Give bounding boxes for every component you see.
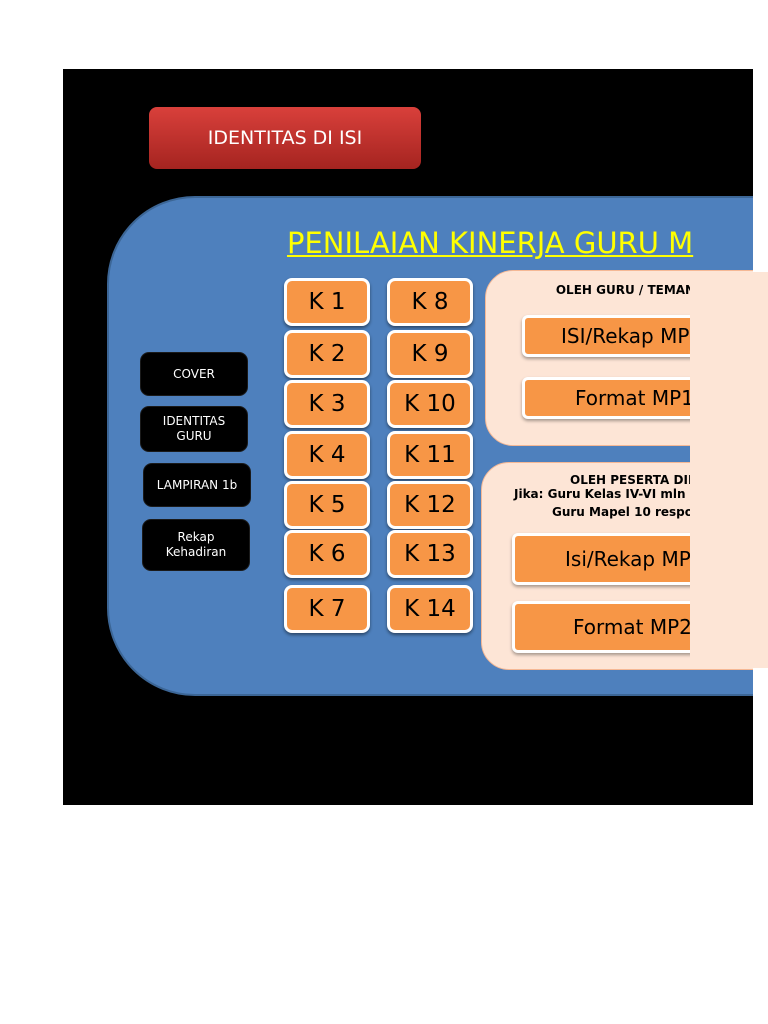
lampiran-1b-button[interactable]: LAMPIRAN 1b [144, 464, 250, 506]
k8-button[interactable]: K 8 [387, 278, 473, 326]
cover-button[interactable]: COVER [141, 353, 247, 395]
k4-button[interactable]: K 4 [284, 431, 370, 479]
clipped-panel-edge [690, 272, 768, 668]
identitas-guru-button[interactable]: IDENTITAS GURU [141, 407, 247, 451]
k9-button[interactable]: K 9 [387, 330, 473, 378]
k13-button[interactable]: K 13 [387, 530, 473, 578]
k14-button[interactable]: K 14 [387, 585, 473, 633]
k1-button[interactable]: K 1 [284, 278, 370, 326]
identitas-di-isi-button[interactable]: IDENTITAS DI ISI [149, 107, 421, 169]
k10-button[interactable]: K 10 [387, 380, 473, 428]
k2-button[interactable]: K 2 [284, 330, 370, 378]
peserta-didik-criteria-2: Guru Mapel 10 respon [552, 505, 702, 519]
k3-button[interactable]: K 3 [284, 380, 370, 428]
teman-sejawat-heading: OLEH GURU / TEMAN SE [555, 283, 717, 297]
main-panel: PENILAIAN KINERJA GURU M COVER IDENTITAS… [107, 196, 753, 696]
k6-button[interactable]: K 6 [284, 530, 370, 578]
k11-button[interactable]: K 11 [387, 431, 473, 479]
k7-button[interactable]: K 7 [284, 585, 370, 633]
peserta-didik-heading: OLEH PESERTA DIDIK [570, 473, 712, 487]
panel-title: PENILAIAN KINERJA GURU M [287, 226, 694, 260]
rekap-kehadiran-button[interactable]: Rekap Kehadiran [143, 520, 249, 570]
worksheet-canvas: IDENTITAS DI ISI PENILAIAN KINERJA GURU … [63, 69, 753, 805]
k12-button[interactable]: K 12 [387, 481, 473, 529]
peserta-didik-criteria-1: Jika: Guru Kelas IV-VI mln 5 r [514, 487, 709, 501]
k5-button[interactable]: K 5 [284, 481, 370, 529]
